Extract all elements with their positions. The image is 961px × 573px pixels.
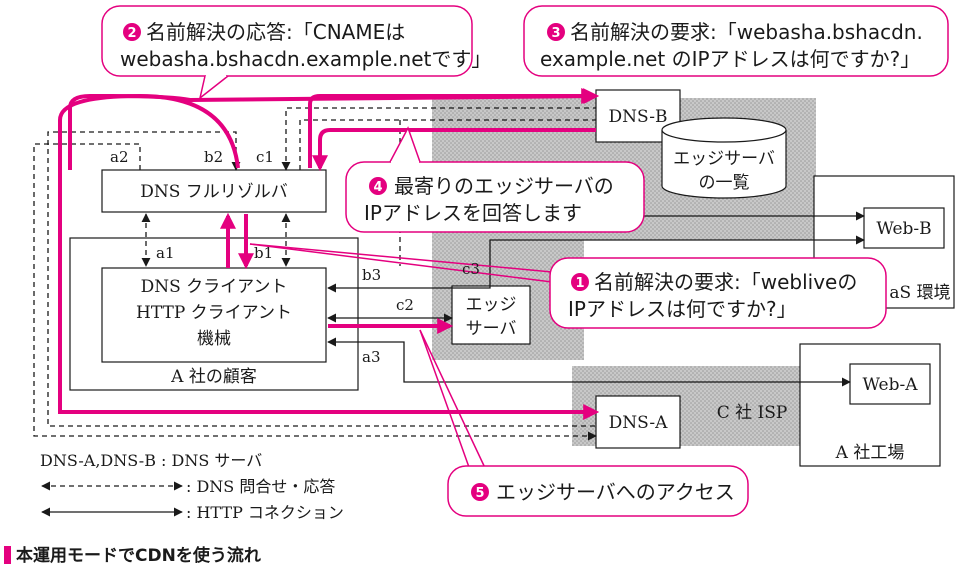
- link-label-c2: c2: [396, 296, 414, 314]
- callout-1: 1 名前解決の要求:「webliveの IPアドレスは何ですか?」: [249, 243, 887, 329]
- callout-4-line1: 最寄りのエッジサーバの: [394, 174, 614, 198]
- flow-reply-edge: [312, 128, 596, 172]
- callout-3-num: 3: [551, 26, 560, 41]
- dns-resolver-box: [101, 169, 327, 213]
- link-b2: [47, 131, 596, 427]
- web-a-box: [849, 363, 931, 405]
- web-a-label: Web-A: [862, 375, 918, 395]
- callout-1-line1: 名前解決の要求:「webliveの: [594, 270, 857, 294]
- figure-caption: 本運用モードでCDNを使う流れ: [16, 545, 261, 566]
- legend-servers: DNS-A,DNS-B : DNS サーバ: [40, 451, 262, 470]
- link-label-a2: a2: [110, 148, 129, 166]
- callout-2-line2: webasha.bshacdn.example.netです」: [120, 47, 491, 71]
- client-label-line2: HTTP クライアント: [136, 303, 292, 323]
- link-label-a3: a3: [362, 348, 381, 366]
- callout-3-line1: 名前解決の要求:「webasha.bshacdn.: [570, 20, 923, 44]
- callout-1-line2: IPアドレスは何ですか?」: [568, 297, 797, 321]
- legend: DNS-A,DNS-B : DNS サーバ : DNS 問合せ・応答 : HTT…: [40, 451, 344, 522]
- callout-5-num: 5: [475, 486, 484, 501]
- dns-a-label: DNS-A: [609, 413, 669, 433]
- callout-4-num: 4: [373, 180, 382, 195]
- flow-query-dns-b-main: [308, 88, 598, 168]
- link-c1: [281, 107, 596, 171]
- c-isp-label: C 社 ISP: [717, 403, 788, 423]
- client-box: [101, 267, 327, 363]
- web-b-label: Web-B: [876, 219, 931, 239]
- link-label-b2: b2: [204, 148, 223, 166]
- web-b-box: [863, 207, 945, 249]
- link-c1-inner: [299, 119, 596, 170]
- edge-list-label-line2: の一覧: [699, 173, 750, 193]
- callout-2: 2 名前解決の応答:「CNAMEは webasha.bshacdn.exampl…: [101, 5, 491, 100]
- callout-1-num: 1: [575, 276, 584, 291]
- callout-2-num: 2: [127, 26, 136, 41]
- callout-3: 3 名前解決の要求:「webasha.bshacdn. example.net …: [523, 5, 949, 77]
- edge-list-database: [661, 117, 787, 199]
- link-label-a1: a1: [156, 244, 175, 262]
- link-b3: [327, 235, 865, 293]
- link-a3: [327, 337, 851, 387]
- edge-list-label-line1: エッジサーバ: [673, 149, 775, 169]
- link-label-c1: c1: [256, 148, 274, 166]
- callout-3-line2: example.net のIPアドレスは何ですか?」: [540, 47, 920, 71]
- callout-4: 4 最寄りのエッジサーバの IPアドレスを回答します: [345, 126, 645, 233]
- dns-b-label: DNS-B: [608, 107, 667, 127]
- caption-marker: [4, 546, 11, 564]
- callout-5-line1: エッジサーバへのアクセス: [496, 480, 735, 504]
- dns-resolver-label: DNS フルリゾルバ: [140, 182, 288, 202]
- paas-env-label: aS 環境: [889, 283, 950, 303]
- edge-server-box: [451, 285, 531, 345]
- legend-http-conn: : HTTP コネクション: [186, 503, 344, 522]
- client-label-line3: 機械: [197, 329, 231, 349]
- link-label-b1: b1: [254, 244, 273, 262]
- client-label-line1: DNS クライアント: [141, 277, 288, 297]
- link-label-b3: b3: [362, 266, 381, 284]
- customer-area-label: A 社の顧客: [170, 367, 257, 387]
- dns-a-box: [595, 395, 681, 449]
- flow-query-dns-b: [68, 88, 600, 170]
- partial-link-label: c3: [462, 260, 480, 278]
- callout-4-line2: IPアドレスを回答します: [364, 201, 582, 225]
- callout-2-line1: 名前解決の応答:「CNAMEは: [146, 20, 405, 44]
- callout-5: 5 エッジサーバへのアクセス: [419, 329, 749, 517]
- factory-label: A 社工場: [835, 443, 905, 463]
- edge-server-label-line2: サーバ: [466, 319, 517, 339]
- edge-server-label-line1: エッジ: [466, 295, 517, 315]
- legend-dns-query: : DNS 問合せ・応答: [186, 477, 335, 496]
